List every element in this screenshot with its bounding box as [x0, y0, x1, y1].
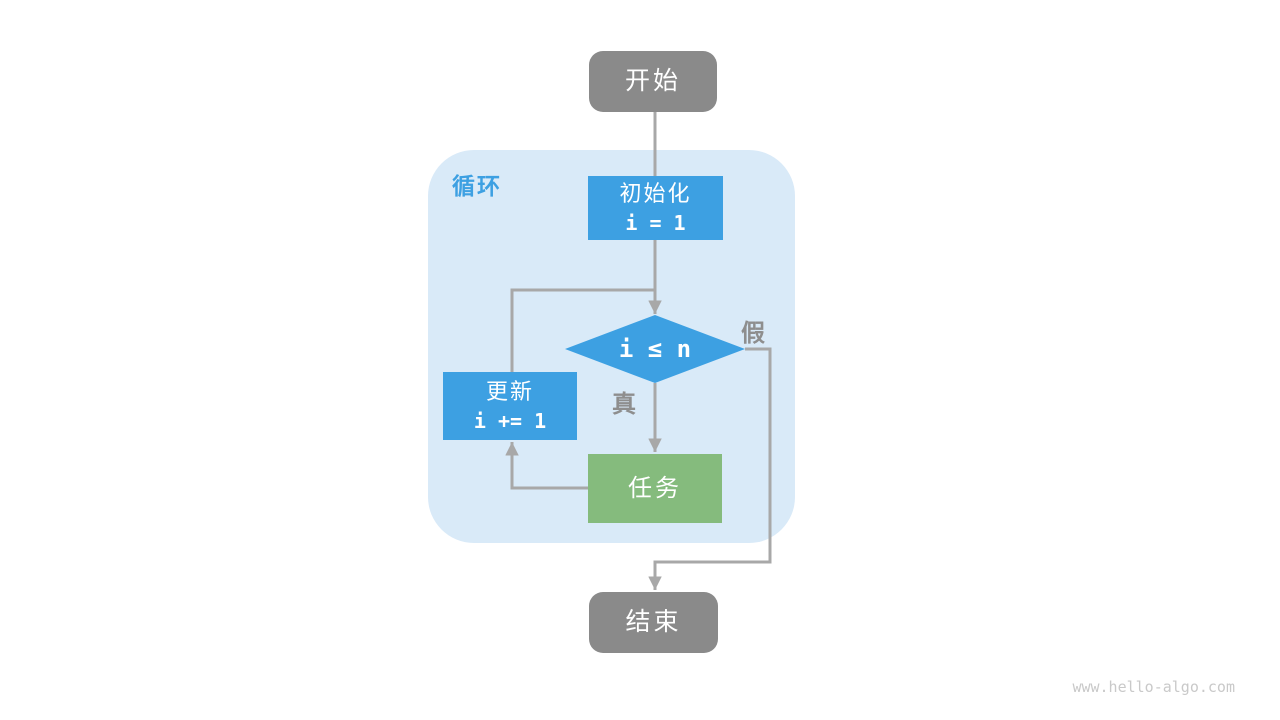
edge-condition-end	[648, 347, 772, 590]
init-node-code: i = 1	[625, 211, 686, 236]
init-node: 初始化 i = 1	[588, 176, 723, 240]
end-node: 结束	[589, 592, 718, 653]
update-node: 更新 i += 1	[443, 372, 577, 440]
start-node: 开始	[589, 51, 717, 112]
task-node-label: 任务	[628, 474, 682, 502]
condition-diamond	[565, 315, 745, 383]
update-node-label: 更新	[485, 378, 534, 404]
end-node-label: 结束	[625, 608, 682, 637]
update-node-code: i += 1	[473, 409, 547, 434]
task-node: 任务	[588, 454, 722, 523]
edge-update-condition	[510, 288, 654, 372]
false-branch-label: 假	[741, 320, 765, 347]
edge-task-update	[505, 442, 588, 490]
start-node-label: 开始	[624, 67, 681, 96]
true-branch-label: 真	[612, 391, 636, 418]
condition-node-label: i ≤ n	[618, 335, 692, 363]
loop-container-label: 循环	[452, 173, 502, 199]
init-node-label: 初始化	[619, 180, 692, 206]
watermark: www.hello-algo.com	[1072, 678, 1235, 696]
